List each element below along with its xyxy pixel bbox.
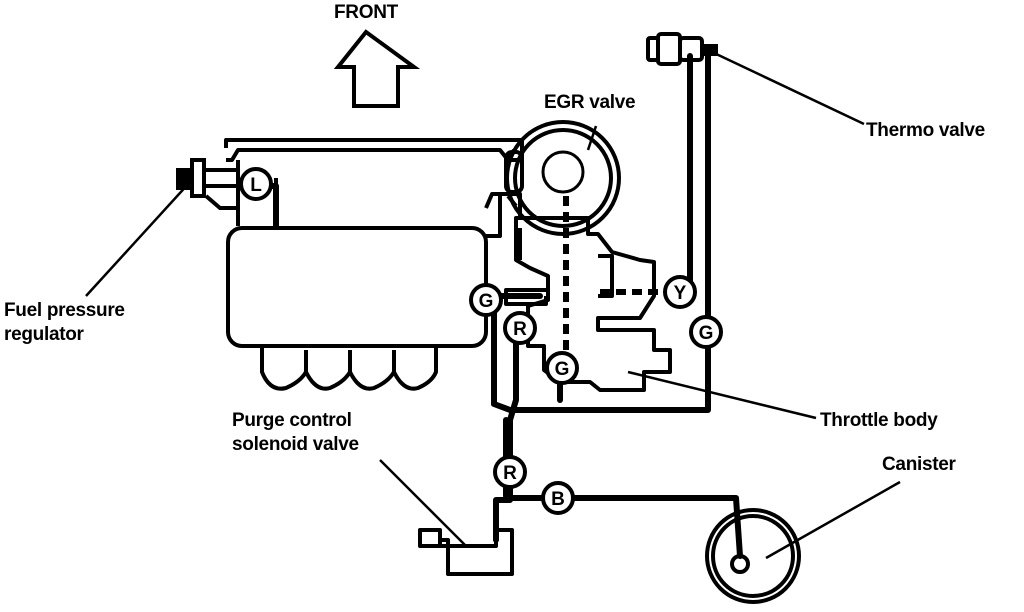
svg-text:G: G	[699, 323, 714, 344]
label-fuel-pressure-regulator-2: regulator	[4, 324, 84, 345]
hose-code-r-lower: R	[493, 455, 527, 489]
label-thermo-valve: Thermo valve	[866, 120, 985, 141]
svg-text:G: G	[555, 359, 570, 380]
thermo-valve	[646, 32, 718, 66]
hose-code-y: Y	[663, 275, 697, 309]
svg-text:L: L	[250, 175, 262, 196]
svg-text:R: R	[503, 463, 517, 484]
label-purge-control-1: Purge control	[232, 410, 352, 431]
label-egr-valve: EGR valve	[544, 92, 636, 113]
hose-code-g-left: G	[469, 283, 503, 317]
hose-code-g-right: G	[689, 315, 723, 349]
fuel-pressure-regulator	[176, 158, 240, 210]
hose-code-l: L	[239, 167, 273, 201]
canister	[705, 508, 801, 604]
label-purge-control-2: solenoid valve	[232, 434, 359, 455]
label-fuel-pressure-regulator-1: Fuel pressure	[4, 300, 125, 321]
hose-code-b: B	[541, 481, 575, 515]
hose-code-g-lower: G	[545, 351, 579, 385]
internal-passages	[563, 196, 664, 356]
svg-text:G: G	[479, 291, 494, 312]
front-arrow	[333, 29, 421, 108]
leader-lines	[85, 50, 901, 560]
svg-text:Y: Y	[674, 283, 687, 304]
svg-text:B: B	[551, 489, 565, 510]
throttle-body	[504, 216, 672, 392]
label-canister: Canister	[882, 454, 956, 475]
hose-code-r-upper: R	[503, 311, 537, 345]
label-throttle-body: Throttle body	[820, 410, 938, 431]
svg-text:R: R	[513, 319, 527, 340]
purge-control-solenoid-valve	[418, 528, 514, 576]
label-front: FRONT	[334, 2, 398, 23]
